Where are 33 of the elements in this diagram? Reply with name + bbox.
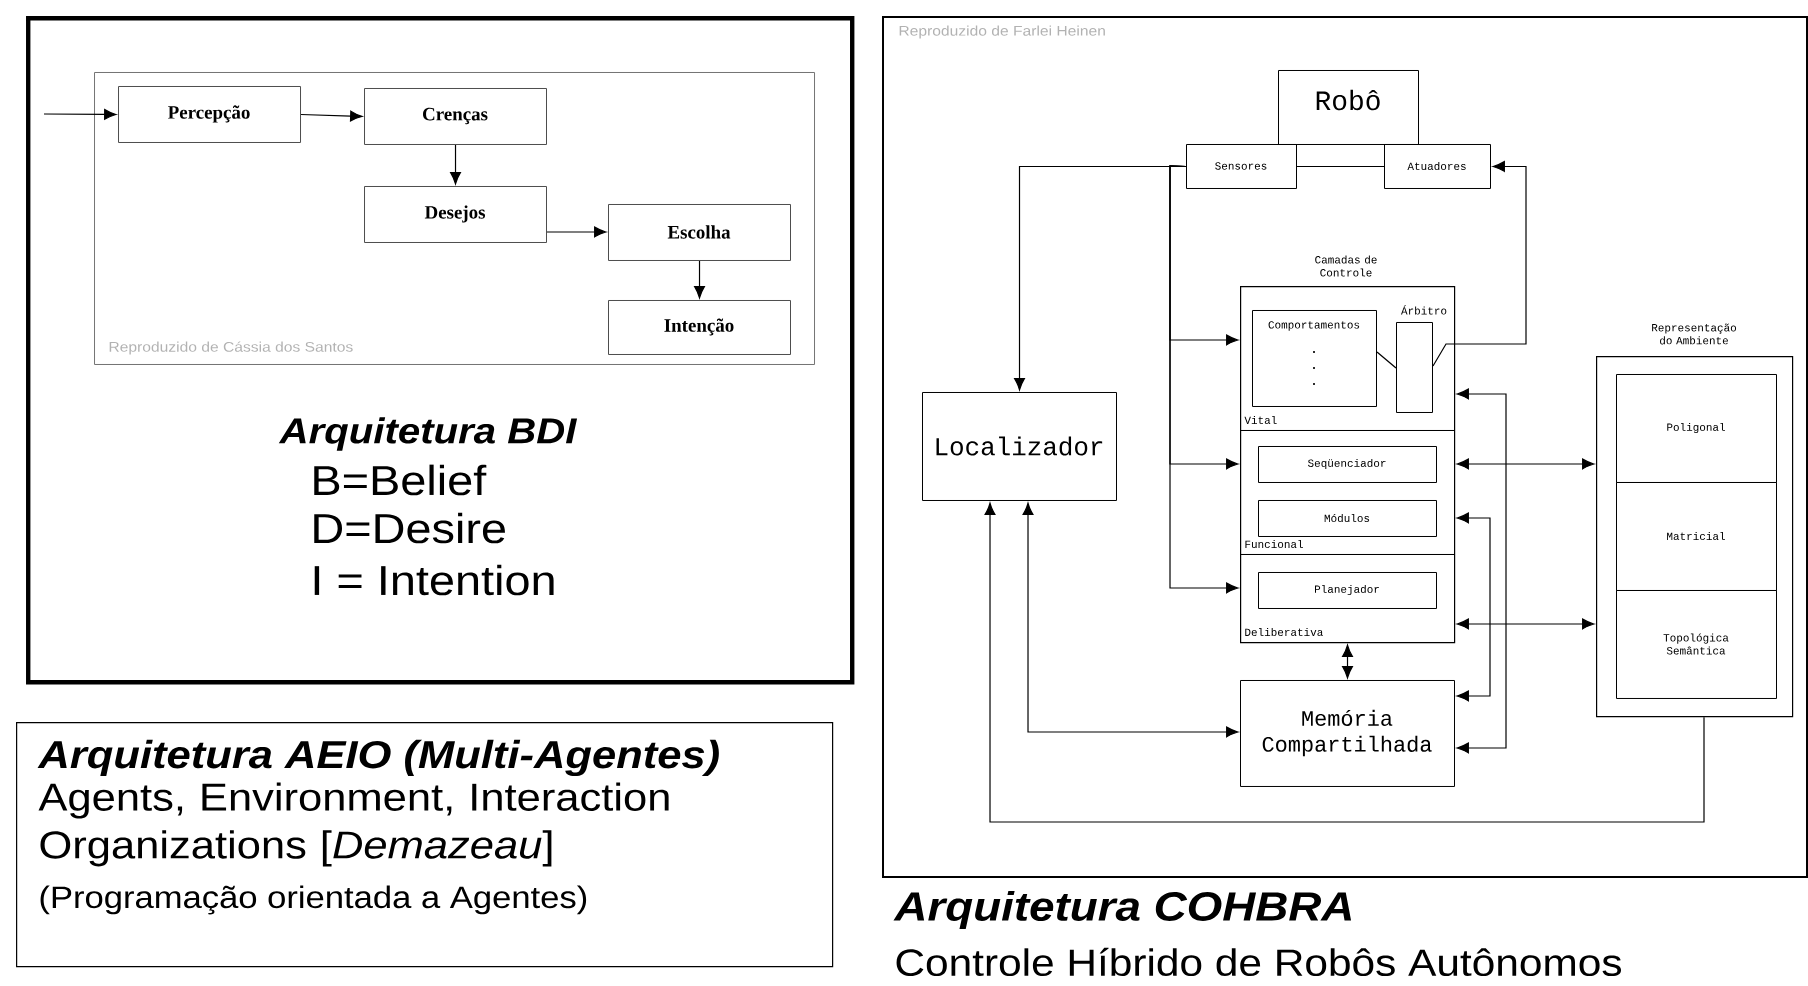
caption-heading: Arquitetura COHBRA (893, 890, 1352, 929)
note-text: (Programação orientada a Agentes) (40, 885, 587, 915)
heading-text: Arquitetura AEIO (Multi-Agentes) (37, 739, 719, 777)
arrow (1432, 161, 1527, 367)
arrow (694, 260, 705, 299)
definition-text: I = Intention (314, 564, 554, 596)
arrow (43, 108, 117, 120)
connector-line (1376, 351, 1397, 369)
module-box: Localizador (922, 392, 1117, 501)
body-text: Agents, Environment, Interaction Organizations [Demazeau] (38, 782, 669, 867)
arrow (450, 144, 461, 185)
process-box: Escolha (608, 204, 791, 261)
arrow (1456, 512, 1491, 702)
caption-text: Controle Híbrido de Robôs Autônomos (896, 947, 1621, 977)
process-box: Desejos (364, 186, 547, 243)
process-box: Intenção (608, 300, 791, 355)
robot-box: Robô (1278, 70, 1419, 145)
arrow (1456, 458, 1595, 470)
connector-line (1296, 165, 1385, 168)
memory-box: Memória Compartilhada (1240, 680, 1455, 787)
process-box: Percepção (118, 86, 301, 143)
definition-text: B=Belief (314, 464, 487, 496)
process-box: Crenças (364, 88, 547, 145)
arrow (984, 502, 1705, 823)
heading-text: Arquitetura BDI (278, 417, 578, 451)
arrow (546, 226, 607, 238)
arrow (1022, 502, 1239, 738)
arrow (300, 110, 363, 122)
arrow (1169, 165, 1239, 594)
arrow (1456, 618, 1595, 630)
definition-text: D=Desire (314, 512, 505, 544)
arrow (1456, 388, 1507, 754)
arrow (1342, 644, 1353, 679)
